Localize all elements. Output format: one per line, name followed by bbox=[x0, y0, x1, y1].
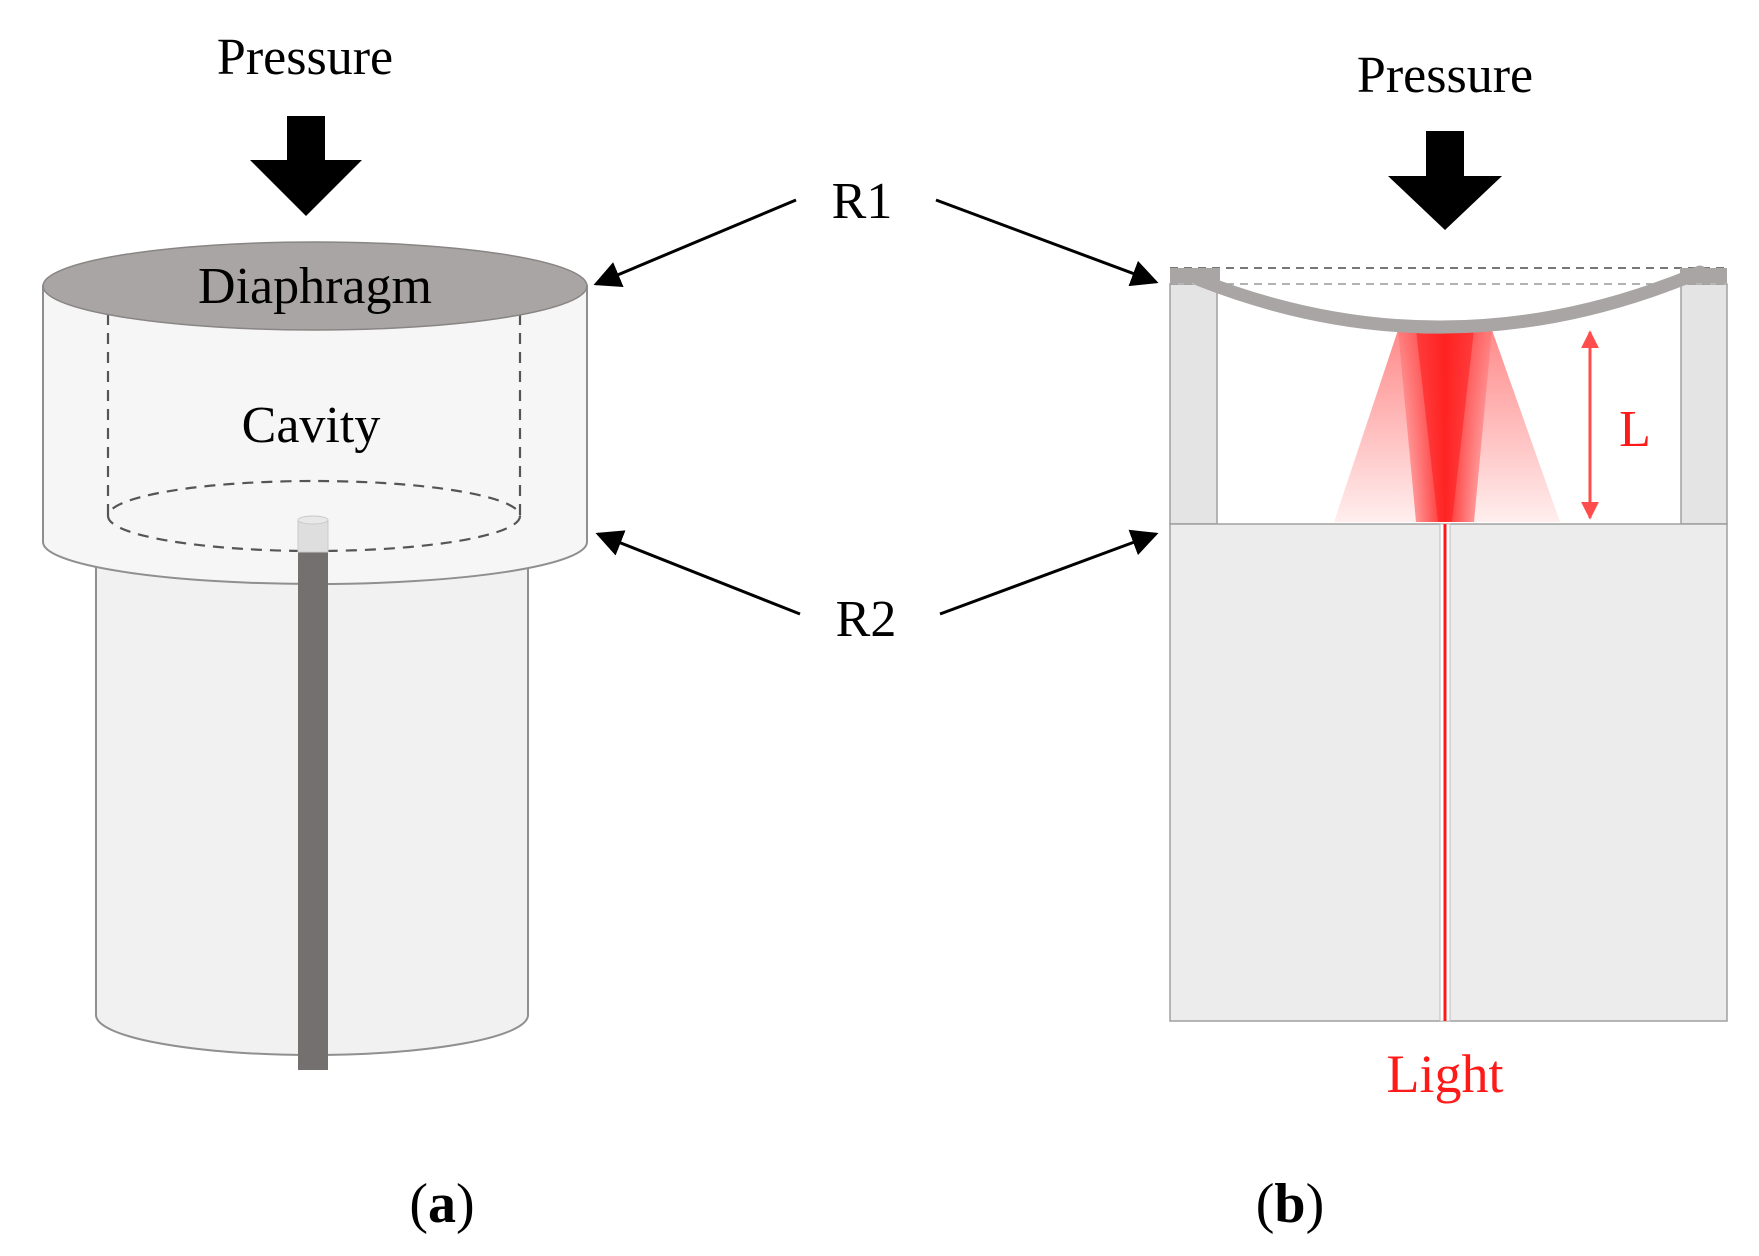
pressure-label-b: Pressure bbox=[1357, 47, 1533, 104]
panel-a: Pressure Diaphragm Cavity (a) bbox=[42, 29, 588, 1235]
cavity-cylinder bbox=[42, 285, 588, 585]
light-cone bbox=[1334, 330, 1560, 522]
r2-arrow-left bbox=[595, 530, 801, 616]
diaphragm-a bbox=[42, 241, 588, 331]
left-wall-b bbox=[1169, 283, 1218, 525]
gap-label: L bbox=[1619, 401, 1651, 458]
pressure-arrow-b bbox=[1388, 131, 1502, 230]
pressure-label-a: Pressure bbox=[217, 29, 393, 86]
r1-arrow-left bbox=[593, 198, 797, 288]
light-label: Light bbox=[1387, 1044, 1504, 1104]
r2-label: R2 bbox=[836, 591, 897, 648]
r1-arrow-right bbox=[935, 198, 1159, 287]
pressure-arrow-a bbox=[250, 116, 362, 216]
callouts: R1 R2 bbox=[593, 173, 1159, 648]
deflected-diaphragm-b bbox=[1193, 265, 1707, 334]
optical-fiber-a bbox=[297, 515, 329, 1070]
diaphragm-label: Diaphragm bbox=[198, 258, 432, 315]
r2-arrow-right bbox=[939, 529, 1159, 616]
right-wall-b bbox=[1680, 283, 1728, 525]
cavity-label: Cavity bbox=[242, 397, 381, 454]
panel-b: Pressure L Light (b) bbox=[1169, 47, 1728, 1235]
r1-label: R1 bbox=[832, 173, 893, 230]
panel-tag-b: (b) bbox=[1256, 1173, 1324, 1235]
optical-fiber-b bbox=[1439, 523, 1451, 1022]
panel-tag-a: (a) bbox=[409, 1173, 474, 1235]
